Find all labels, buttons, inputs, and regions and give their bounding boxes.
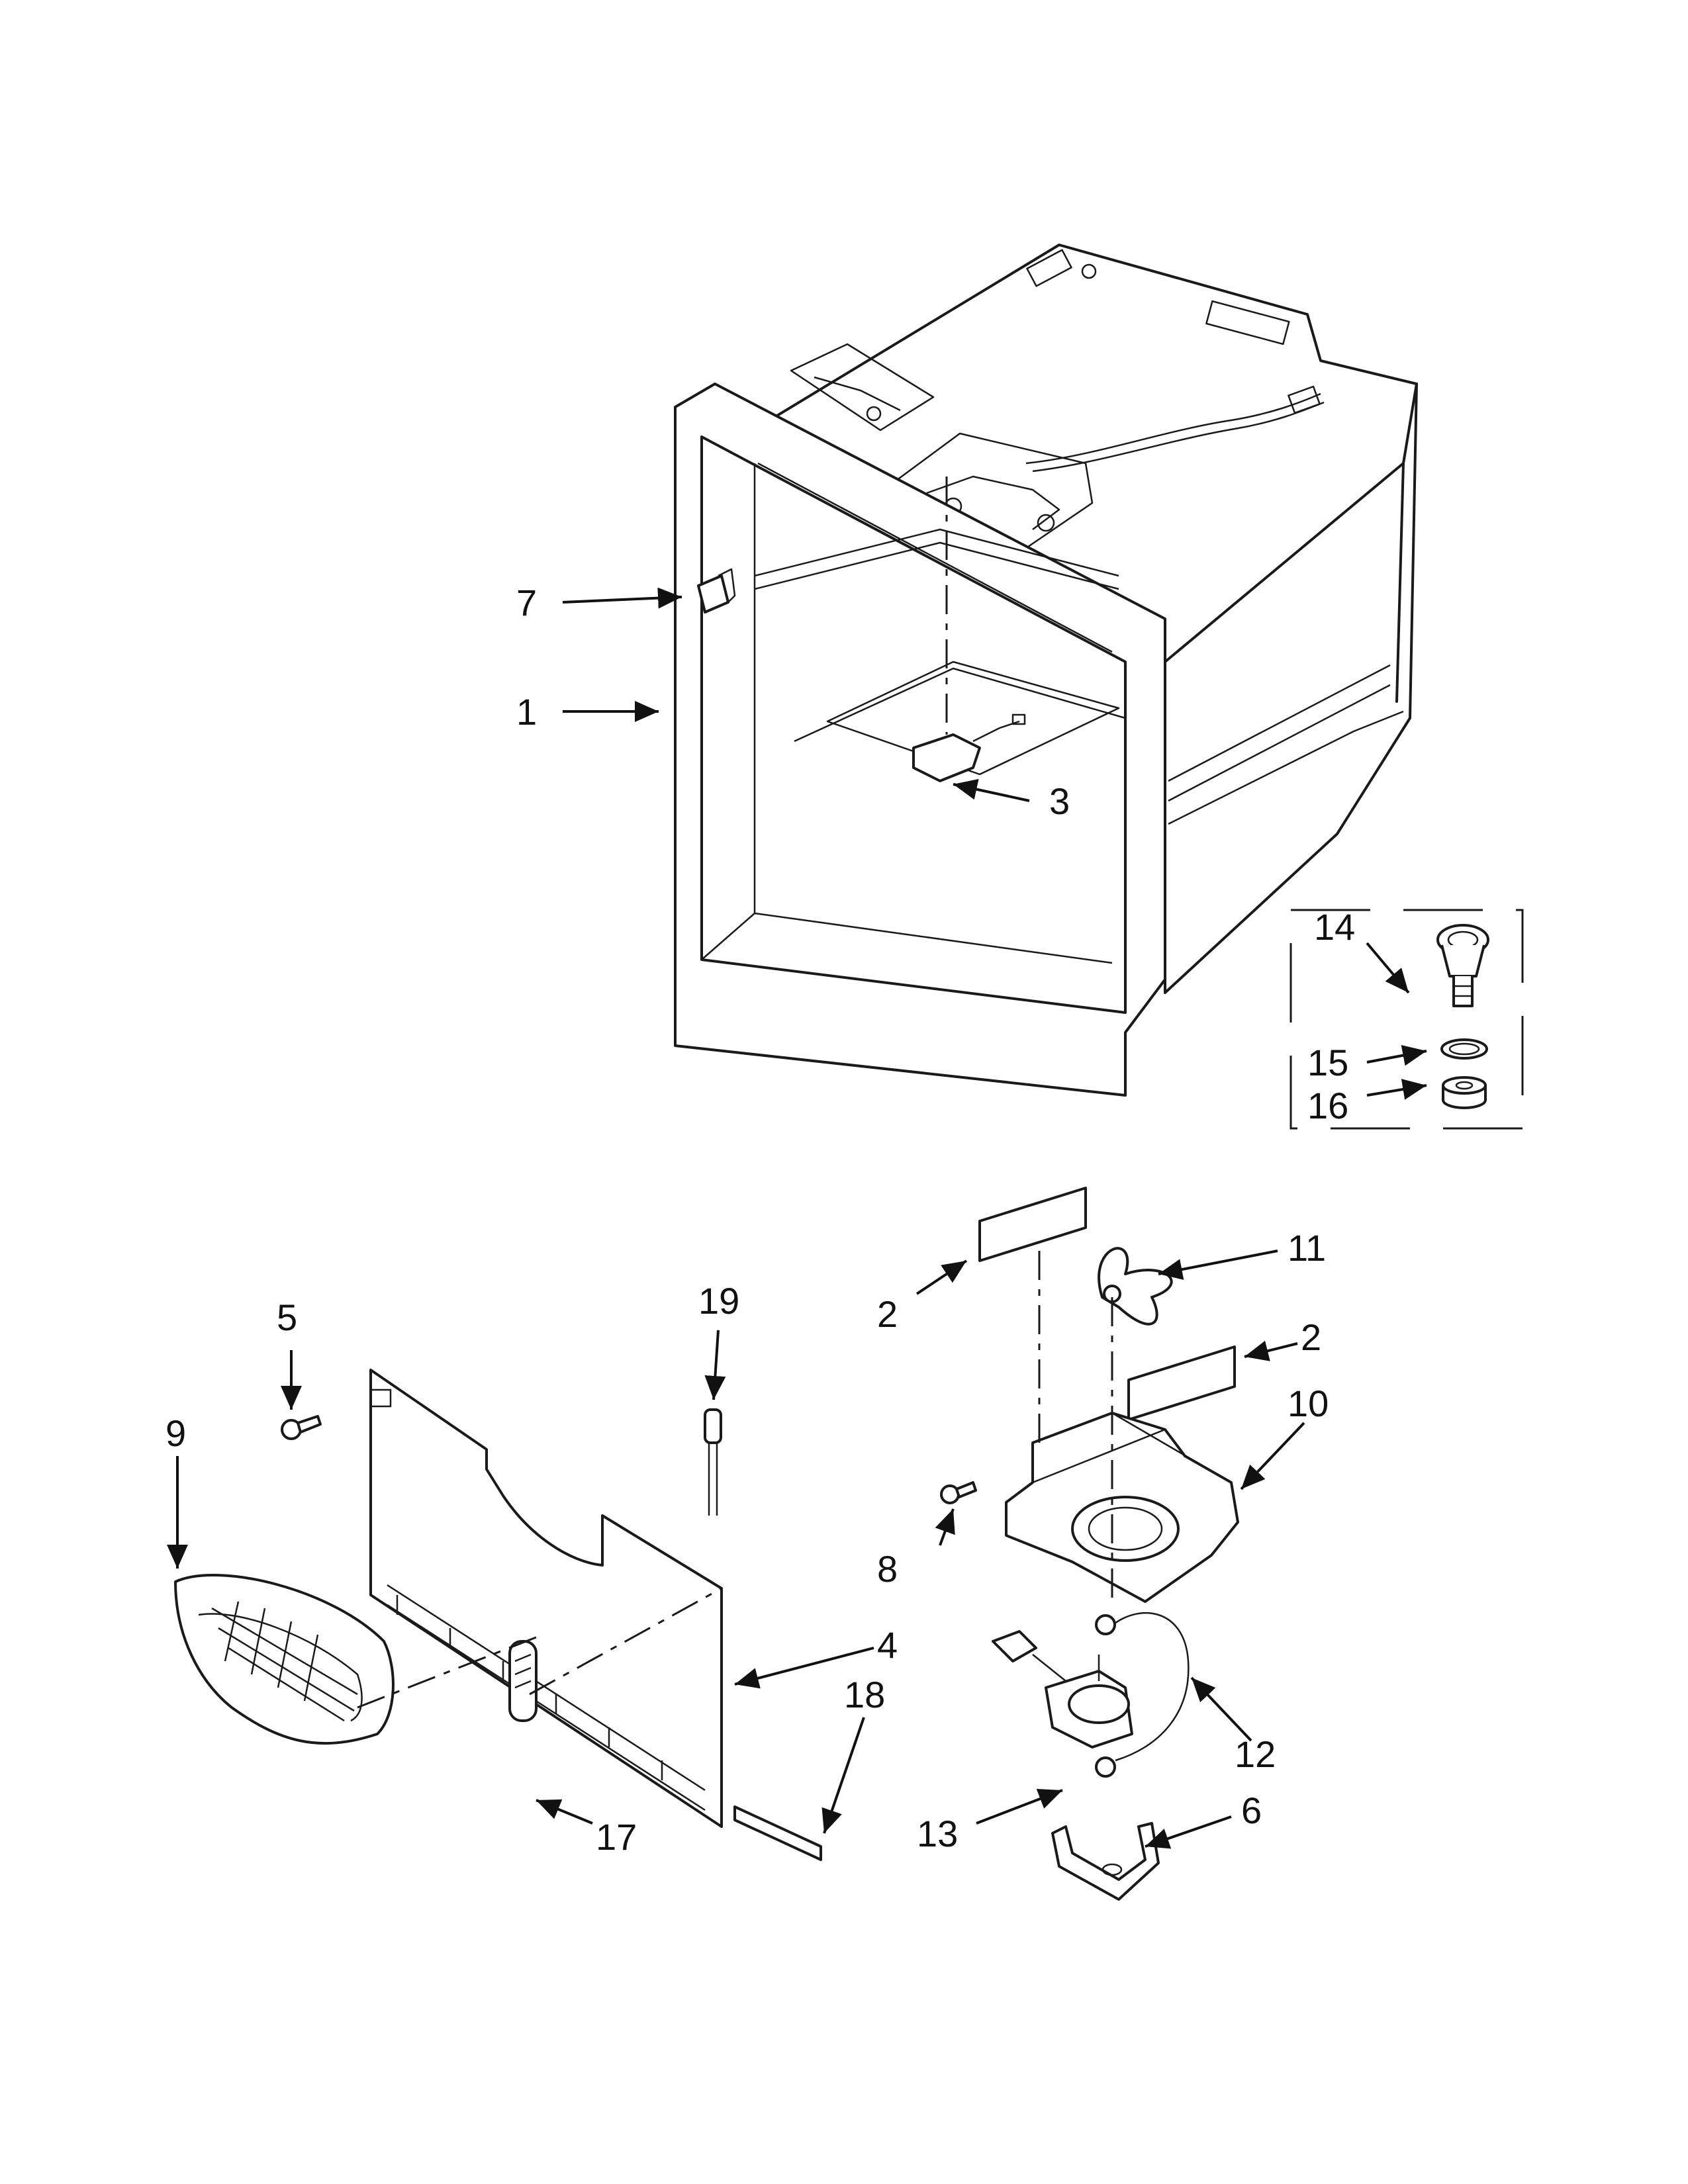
callout-19: 19 <box>698 1280 739 1322</box>
callout-13: 13 <box>917 1813 958 1854</box>
callout-17: 17 <box>596 1816 637 1858</box>
callout-10: 10 <box>1288 1383 1329 1424</box>
leader-lines <box>167 587 1427 1849</box>
callout-2-upper: 2 <box>877 1293 898 1335</box>
part-3-sensor <box>912 713 1026 782</box>
callout-12: 12 <box>1235 1733 1276 1775</box>
callout-4: 4 <box>877 1624 898 1666</box>
part-15-o-ring <box>1440 1038 1488 1060</box>
part-8-screw <box>940 1481 977 1504</box>
callout-2-lower: 2 <box>1301 1316 1321 1358</box>
assembly-line-a <box>357 1633 543 1709</box>
part-17-tube <box>508 1640 538 1722</box>
callout-15: 15 <box>1307 1042 1348 1083</box>
part-14-drain-fitting <box>1436 924 1489 1007</box>
callouts: 7 1 3 14 15 16 2 11 2 10 5 19 9 8 4 18 1… <box>165 582 1355 1858</box>
part-11-fan-blade <box>1098 1247 1173 1326</box>
callout-14: 14 <box>1314 906 1355 948</box>
callout-3: 3 <box>1049 780 1070 822</box>
part-2-insulation-upper <box>978 1187 1087 1262</box>
callout-11: 11 <box>1288 1227 1326 1269</box>
part-16-washer <box>1442 1076 1487 1109</box>
callout-1: 1 <box>516 691 537 733</box>
callout-9: 9 <box>165 1412 186 1454</box>
inset-box <box>1289 909 1524 1130</box>
part-6-bracket <box>1051 1822 1160 1901</box>
part-7-switch <box>697 568 736 614</box>
part-12-13-fan-motor <box>992 1612 1190 1778</box>
callout-8: 8 <box>877 1548 898 1590</box>
part-10-fan-shroud <box>1005 1412 1239 1603</box>
assembly-line-b <box>529 1587 722 1696</box>
freezer-liner <box>674 244 1418 1097</box>
part-4-evaporator-cover <box>369 1369 723 1828</box>
part-19-sensor-tube <box>704 1408 722 1516</box>
part-18-strip <box>733 1805 822 1861</box>
callout-6: 6 <box>1241 1790 1262 1831</box>
part-9-grille <box>174 1574 395 1745</box>
callout-5: 5 <box>277 1297 297 1338</box>
callout-18: 18 <box>844 1674 885 1715</box>
callout-7: 7 <box>516 582 537 623</box>
part-5-screw <box>281 1415 322 1440</box>
part-2-insulation-lower <box>1127 1345 1236 1421</box>
callout-16: 16 <box>1307 1085 1348 1126</box>
